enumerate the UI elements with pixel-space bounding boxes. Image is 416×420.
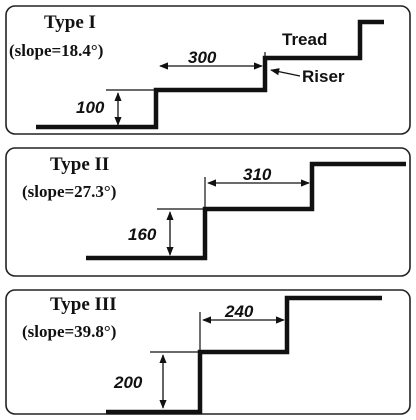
- stair-profile: [86, 161, 406, 261]
- panel-frame: [5, 289, 411, 415]
- slope-label: (slope=18.4°): [9, 41, 103, 60]
- riser-value: 100: [76, 98, 105, 117]
- slope-label: (slope=27.3°): [22, 182, 116, 201]
- type-label: Type I: [44, 12, 96, 33]
- type-label: Type II: [50, 154, 109, 175]
- stair-profile: [106, 295, 382, 415]
- stair-profile: [36, 19, 384, 130]
- tread-label: Tread: [282, 30, 327, 49]
- panel-type-1: Type I (slope=18.4°) 300 100 Tread Riser: [5, 5, 411, 135]
- panel-frame: [5, 5, 411, 135]
- riser-value: 160: [128, 225, 157, 244]
- tread-value: 300: [188, 48, 217, 67]
- tread-value: 310: [243, 165, 272, 184]
- type-label: Type III: [50, 294, 117, 315]
- panel-type-3: Type III (slope=39.8°) 240 200: [5, 289, 411, 415]
- riser-label: Riser: [302, 67, 345, 86]
- riser-value: 200: [113, 373, 143, 392]
- slope-label: (slope=39.8°): [22, 322, 116, 341]
- tread-value: 240: [224, 302, 254, 321]
- riser-leader-line: [270, 68, 301, 77]
- panel-frame: [5, 147, 411, 277]
- panel-type-2: Type II (slope=27.3°) 310 160: [5, 147, 411, 277]
